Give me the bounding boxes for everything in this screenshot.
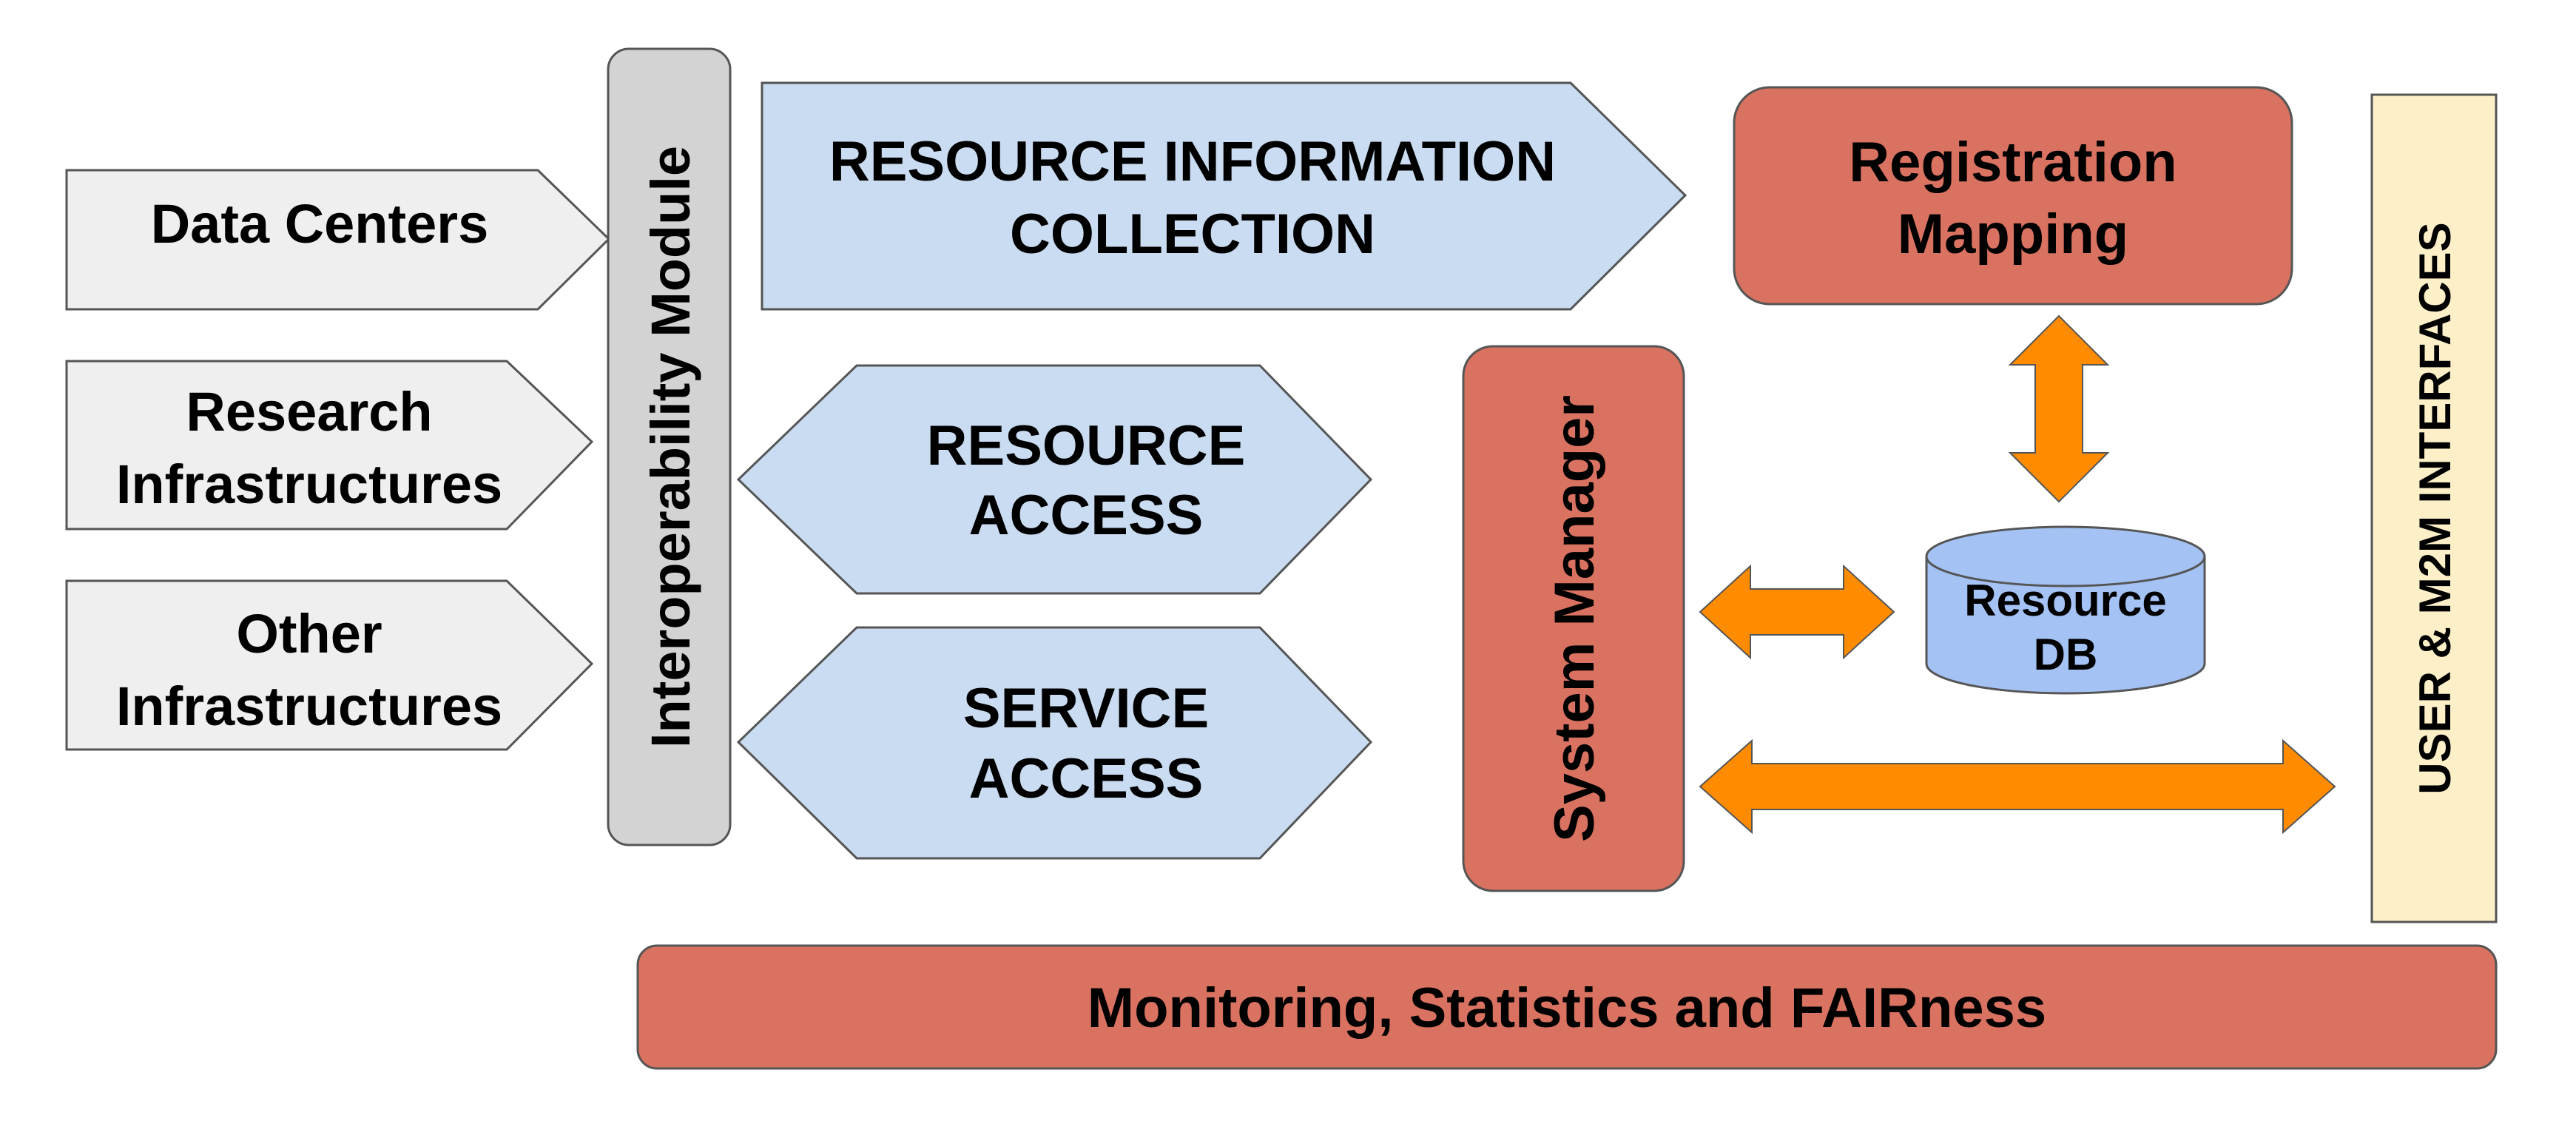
resource-access-line-2: ACCESS bbox=[969, 484, 1204, 547]
registration-mapping: Registration Mapping bbox=[1733, 86, 2293, 306]
service-access-line-2: ACCESS bbox=[969, 747, 1204, 810]
resource-access: RESOURCE ACCESS bbox=[736, 364, 1373, 595]
monitoring-shape bbox=[636, 944, 2498, 1070]
resource-db-line-2: DB bbox=[2034, 630, 2098, 679]
interoperability-module-shape bbox=[607, 47, 732, 846]
resource-db-line-1: Resource bbox=[1964, 576, 2166, 625]
resource-information-collection-shape bbox=[761, 81, 1687, 311]
source-arrow-shape bbox=[65, 169, 611, 311]
horizontal-short-double-arrow bbox=[1699, 564, 1895, 660]
registration-mapping-shape bbox=[1733, 86, 2293, 306]
system-manager: System Manager bbox=[1462, 345, 1685, 892]
service-access: SERVICE ACCESS bbox=[736, 626, 1373, 860]
user-m2m-interfaces-label: USER & M2M INTERFACES bbox=[2410, 222, 2460, 794]
source-data-centers: Data Centers bbox=[65, 169, 611, 311]
resource-information-collection-line-2: COLLECTION bbox=[1010, 203, 1375, 266]
source-arrow-shape bbox=[65, 360, 594, 531]
user-m2m-interfaces-shape bbox=[2370, 93, 2498, 923]
source-label-line-1: Research bbox=[186, 381, 432, 442]
source-label-line-1: Other bbox=[236, 603, 382, 664]
user-m2m-interfaces: USER & M2M INTERFACES bbox=[2370, 93, 2498, 923]
service-access-line-1: SERVICE bbox=[963, 677, 1209, 740]
resource-db-body bbox=[1925, 556, 2206, 695]
source-research-infrastructures: Research Infrastructures bbox=[65, 360, 594, 531]
source-label: Data Centers bbox=[151, 193, 489, 255]
source-other-infrastructures: Other Infrastructures bbox=[65, 579, 594, 751]
interoperability-module: Interoperability Module bbox=[607, 47, 732, 846]
vertical-double-arrow bbox=[2008, 314, 2110, 503]
system-manager-shape bbox=[1462, 345, 1685, 892]
interoperability-module-label: Interoperability Module bbox=[640, 146, 701, 748]
resource-db-top bbox=[1925, 525, 2206, 587]
resource-access-line-1: RESOURCE bbox=[927, 414, 1246, 477]
system-manager-label: System Manager bbox=[1543, 395, 1606, 842]
source-label-line-2: Infrastructures bbox=[116, 454, 502, 515]
source-arrow-shape bbox=[65, 579, 594, 751]
monitoring-statistics-fairness: Monitoring, Statistics and FAIRness bbox=[636, 944, 2498, 1070]
horizontal-long-double-arrow bbox=[1699, 738, 2336, 835]
monitoring-label: Monitoring, Statistics and FAIRness bbox=[1088, 977, 2046, 1040]
source-label-line-2: Infrastructures bbox=[116, 676, 502, 737]
registration-mapping-line-2: Mapping bbox=[1898, 203, 2128, 266]
service-access-shape bbox=[736, 626, 1373, 860]
resource-information-collection-line-1: RESOURCE INFORMATION bbox=[829, 130, 1556, 193]
resource-db: Resource DB bbox=[1925, 525, 2206, 695]
resource-information-collection: RESOURCE INFORMATION COLLECTION bbox=[761, 81, 1687, 311]
registration-mapping-line-1: Registration bbox=[1849, 131, 2177, 194]
resource-access-shape bbox=[736, 364, 1373, 595]
